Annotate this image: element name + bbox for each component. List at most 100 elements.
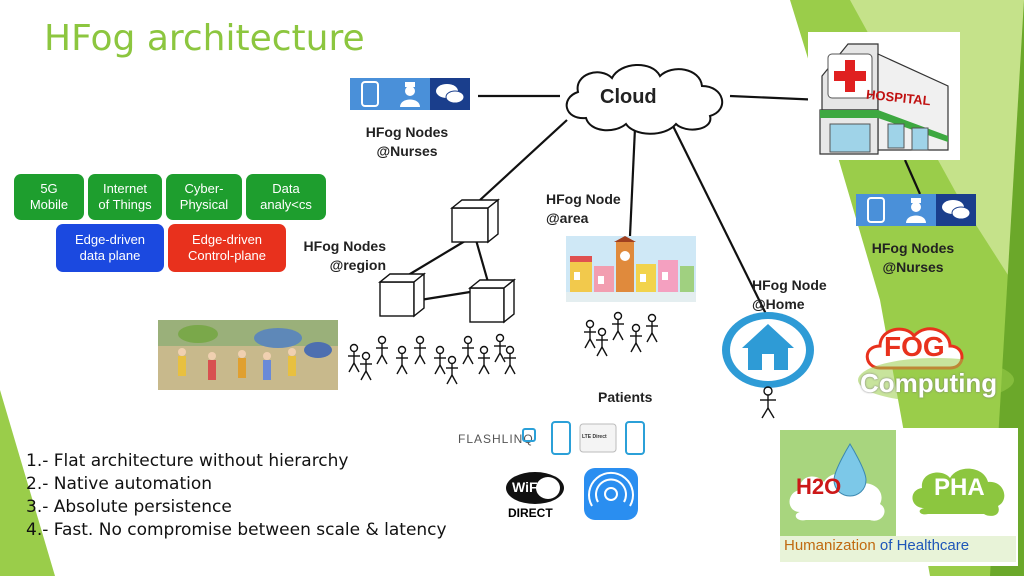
feature-item-4: 4.- Fast. No compromise between scale & … [26, 520, 447, 540]
chip-cyber-physical-line2: Physical [179, 197, 229, 212]
chip-cyber-physical-line1: Cyber- [184, 181, 224, 196]
patients-label: Patients [598, 389, 653, 405]
person-figure [396, 345, 408, 375]
label-nurses-right-line2: @Nurses [882, 259, 944, 275]
wifi-direct-text: DIRECT [508, 506, 553, 520]
town-illustration [566, 236, 696, 302]
person-figure [348, 343, 360, 373]
lte-direct-label: LTE Direct [582, 434, 607, 440]
chat-bubbles-icon [936, 194, 976, 226]
link-region-bottom [419, 290, 471, 302]
chip-control-plane-line1: Edge-driven [191, 232, 263, 247]
airdrop-icon [584, 468, 638, 520]
flashlinq-mark [522, 428, 536, 442]
person-figure [462, 335, 474, 365]
person-figure [446, 355, 458, 385]
humanization-word: Humanization [784, 537, 876, 554]
person-figure [360, 351, 372, 381]
h2o-text: H2O [796, 474, 842, 499]
nurse-icon [390, 78, 430, 110]
wifi-word: WiFi [512, 479, 542, 495]
person-figure [478, 345, 490, 375]
cloud-shape [565, 63, 724, 135]
chip-data-analytics-line2: analy<cs [260, 197, 312, 212]
region-cube-left [378, 272, 426, 318]
label-region-line1: HFog Nodes [303, 238, 386, 254]
person-figure [376, 335, 388, 365]
label-home-line2: @Home [752, 296, 805, 312]
chip-iot-line2: of Things [98, 197, 152, 212]
region-cube-top [450, 198, 500, 244]
humanization-banner [780, 536, 1016, 562]
cloud-label: Cloud [600, 86, 657, 108]
label-area-line2: @area [546, 210, 589, 226]
link-cloud-hospital [729, 94, 823, 102]
feature-item-3: 3.- Absolute persistence [26, 497, 232, 517]
label-region-line2: @region [329, 257, 386, 273]
nurse-icon [896, 194, 936, 226]
street-illustration [158, 320, 338, 390]
tablet-icon [350, 78, 390, 110]
page-title: HFog architecture [44, 18, 365, 59]
feature-item-2: 2.- Native automation [26, 474, 213, 494]
chip-control-plane-line2: Control-plane [187, 248, 267, 263]
chip-5g-mobile-line2: Mobile [29, 197, 69, 212]
region-people [348, 333, 516, 385]
person-figure [494, 333, 506, 363]
label-nurses-right: HFog Nodes @Nurses [858, 239, 968, 277]
computing-logo-text: Computing [860, 368, 998, 398]
region-cube-right [468, 278, 516, 324]
hospital-icon [808, 32, 960, 160]
link-cloud-region [479, 119, 568, 201]
chip-5g-mobile-line1: 5G [40, 181, 58, 196]
of-healthcare-words: of Healthcare [879, 537, 970, 554]
link-region-left [399, 237, 471, 281]
person-figure [584, 319, 596, 349]
pha-text: PHA [934, 474, 985, 501]
label-nurses-left: HFog Nodes @Nurses [352, 123, 462, 161]
person-figure [504, 345, 516, 375]
person-figure [414, 335, 426, 365]
humanization-tagline: Humanization of Healthcare [784, 537, 969, 554]
person-figure [646, 313, 658, 343]
chat-bubbles-icon [430, 78, 470, 110]
person-figure [630, 323, 642, 353]
person-figure [434, 345, 446, 375]
person-figure [612, 311, 624, 341]
link-cloud-area [628, 127, 637, 237]
link-hospital-nurses [903, 159, 922, 195]
h2o-cloud-drop [789, 443, 885, 521]
nurse-icon-bar-right [856, 194, 976, 226]
fog-logo-text: FOG [884, 331, 945, 362]
pha-cloud [912, 468, 1005, 516]
link-cloud-home [671, 123, 769, 319]
chip-data-plane-line2: data plane [79, 248, 141, 263]
area-people [584, 311, 658, 357]
label-nurses-right-line1: HFog Nodes [871, 240, 955, 256]
feature-item-1: 1.- Flat architecture without hierarchy [26, 451, 349, 471]
wifi-text: WiFi [512, 479, 541, 495]
label-region: HFog Nodes @region [286, 237, 386, 275]
person-figure [596, 327, 608, 357]
feature-list: 1.- Flat architecture without hierarchy … [26, 450, 447, 542]
tablet-icon [856, 194, 896, 226]
chip-cyber-physical: Cyber-Physical [166, 174, 242, 220]
label-area: HFog Node @area [546, 190, 636, 228]
nurse-icon-bar-left [350, 78, 470, 110]
person-icon [760, 386, 776, 419]
label-nurses-left-line1: HFog Nodes [365, 124, 449, 140]
lte-direct-phones [551, 421, 645, 455]
flashlinq-logo: FLASHLINQ [458, 432, 534, 446]
bg-left-green-wedge [0, 390, 55, 576]
link-region-right [474, 239, 490, 283]
wifi-direct-logo [506, 472, 564, 504]
house-icon [722, 312, 814, 388]
region-cubes [378, 198, 516, 324]
chip-data-plane-line1: Edge-driven [74, 232, 146, 247]
chip-iot-line1: Internet [102, 181, 148, 196]
